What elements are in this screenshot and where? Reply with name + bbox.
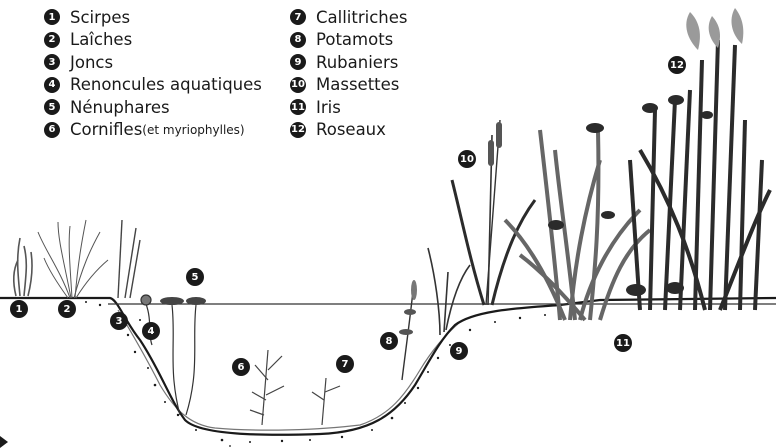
plant-cornifles (250, 350, 284, 425)
reed-plumes (686, 8, 743, 50)
marker-1: 1 (10, 300, 28, 318)
marker-3: 3 (110, 312, 128, 330)
marker-4: 4 (142, 322, 160, 340)
legend-item: 9 Rubaniers (290, 51, 408, 74)
legend-label: Nénuphares (70, 98, 170, 117)
legend-label: Joncs (70, 53, 113, 72)
legend-number: 11 (290, 99, 306, 115)
legend-number: 3 (44, 54, 60, 70)
legend-item: 6 Cornifles (et myriophylles) (44, 119, 262, 142)
legend-item: 11 Iris (290, 96, 408, 119)
plant-nenuphares (160, 297, 206, 415)
legend-item: 3 Joncs (44, 51, 262, 74)
legend-number: 8 (290, 32, 306, 48)
legend-item: 4 Renoncules aquatiques (44, 74, 262, 97)
marker-11: 11 (614, 334, 632, 352)
marker-9: 9 (450, 342, 468, 360)
legend-number: 6 (44, 122, 60, 138)
marker-12: 12 (668, 56, 686, 74)
plant-joncs (118, 220, 140, 298)
plant-callitriches (312, 378, 340, 425)
plant-potamots (399, 280, 417, 380)
legend-label: Potamots (316, 30, 393, 49)
plant-scirpes (14, 238, 32, 296)
corner-arrow (0, 436, 8, 448)
legend-label: Iris (316, 98, 341, 117)
legend-item: 1 Scirpes (44, 6, 262, 29)
marker-10: 10 (458, 150, 476, 168)
legend-number: 7 (290, 9, 306, 25)
plant-rubaniers (428, 248, 470, 335)
legend-number: 12 (290, 122, 306, 138)
legend-number: 2 (44, 32, 60, 48)
legend-label: Laîches (70, 30, 132, 49)
legend-column-left: 1 Scirpes 2 Laîches 3 Joncs 4 Renoncules aquati… (44, 6, 262, 141)
legend-note: (et myriophylles) (142, 123, 244, 137)
legend-column-right: 7 Callitriches 8 Potamots 9 Rubaniers 10 Masset… (290, 6, 408, 141)
legend-number: 10 (290, 77, 306, 93)
legend-label: Cornifles (70, 120, 142, 139)
marker-5: 5 (186, 268, 204, 286)
plant-massettes (452, 120, 535, 305)
plant-laiches (38, 220, 108, 298)
legend-label: Callitriches (316, 8, 408, 27)
marker-6: 6 (232, 358, 250, 376)
marker-7: 7 (336, 355, 354, 373)
legend-item: 12 Roseaux (290, 119, 408, 142)
legend-number: 9 (290, 54, 306, 70)
legend-number: 4 (44, 77, 60, 93)
marker-2: 2 (58, 300, 76, 318)
legend-number: 1 (44, 9, 60, 25)
legend-label: Massettes (316, 75, 399, 94)
plant-roseaux (630, 40, 770, 310)
legend-number: 5 (44, 99, 60, 115)
legend-label: Roseaux (316, 120, 386, 139)
legend-label: Renoncules aquatiques (70, 75, 262, 94)
legend-item: 5 Nénuphares (44, 96, 262, 119)
legend-label: Rubaniers (316, 53, 398, 72)
legend-item: 7 Callitriches (290, 6, 408, 29)
legend-item: 10 Massettes (290, 74, 408, 97)
marker-8: 8 (380, 332, 398, 350)
legend-item: 2 Laîches (44, 29, 262, 52)
legend-label: Scirpes (70, 8, 130, 27)
legend-item: 8 Potamots (290, 29, 408, 52)
